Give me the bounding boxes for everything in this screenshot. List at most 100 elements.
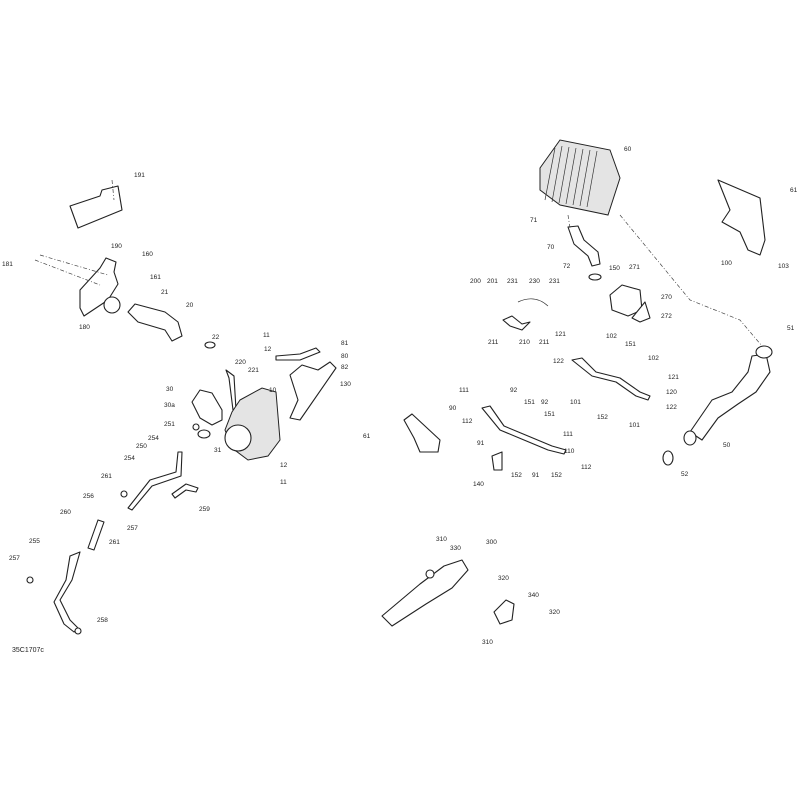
ring-30a	[192, 423, 200, 431]
callout-label: 231	[507, 278, 518, 285]
hose-50-end	[683, 430, 697, 446]
callout-label: 101	[629, 422, 640, 429]
intercooler-60	[539, 139, 621, 216]
hose-70	[567, 225, 601, 267]
callout-label: 112	[462, 418, 473, 425]
callout-label: 220	[235, 359, 246, 366]
callout-label: 102	[606, 333, 617, 340]
hose-20	[127, 303, 183, 342]
callout-label: 31	[214, 447, 222, 454]
support-bracket-160	[79, 257, 119, 317]
rod-220	[225, 369, 237, 411]
callout-label: 211	[539, 339, 550, 346]
callout-label: 300	[486, 539, 497, 546]
callout-label: 121	[668, 374, 679, 381]
tube-300	[381, 559, 469, 627]
callout-label: 210	[519, 339, 530, 346]
crossbar-110	[481, 405, 567, 455]
callout-label: 130	[340, 381, 351, 388]
turbo-inlet	[224, 424, 252, 452]
tube-260	[87, 519, 105, 551]
callout-label: 257	[9, 555, 20, 562]
callout-label: 12	[280, 462, 288, 469]
assembly-line	[567, 214, 763, 347]
hose-50	[689, 353, 771, 441]
callout-label: 190	[111, 243, 122, 250]
bracket-140	[491, 451, 503, 471]
line-255	[53, 551, 81, 633]
callout-label: 272	[661, 313, 672, 320]
callout-label: 10	[269, 387, 277, 394]
callout-label: 221	[248, 367, 259, 374]
callout-label: 259	[199, 506, 210, 513]
bracket-100	[717, 179, 766, 256]
callout-label: 270	[661, 294, 672, 301]
ring-330	[425, 569, 435, 579]
callout-label: 261	[109, 539, 120, 546]
callout-label: 181	[2, 261, 13, 268]
callout-label: 261	[101, 473, 112, 480]
callout-label: 20	[186, 302, 194, 309]
callout-label: 82	[341, 364, 349, 371]
callout-label: 151	[625, 341, 636, 348]
callout-label: 12	[264, 346, 272, 353]
callout-label: 92	[510, 387, 518, 394]
elbow-30	[191, 389, 223, 426]
crossbar-120	[571, 357, 651, 401]
callout-label: 152	[551, 472, 562, 479]
ring-261	[120, 490, 128, 498]
clamp-52	[662, 450, 674, 466]
clamp-180	[103, 296, 121, 314]
callout-label: 255	[29, 538, 40, 545]
bracket-plate-190	[69, 185, 123, 229]
callout-label: 103	[778, 263, 789, 270]
callout-label: 121	[555, 331, 566, 338]
callout-label: 120	[666, 389, 677, 396]
callout-label: 22	[212, 334, 220, 341]
clamp-31	[197, 429, 211, 439]
callout-label: 161	[150, 274, 161, 281]
callout-label: 310	[482, 639, 493, 646]
callout-label: 90	[449, 405, 457, 412]
callout-label: 92	[541, 399, 549, 406]
callout-label: 112	[581, 464, 592, 471]
callout-label: 340	[528, 592, 539, 599]
callout-label: 70	[547, 244, 555, 251]
callout-label: 256	[83, 493, 94, 500]
nut-257	[26, 576, 34, 584]
seal-22	[204, 341, 216, 349]
callout-label: 51	[787, 325, 795, 332]
callout-label: 30	[166, 386, 174, 393]
callout-label: 260	[60, 509, 71, 516]
callout-label: 110	[564, 448, 575, 455]
plate-90	[403, 413, 441, 453]
callout-label: 100	[721, 260, 732, 267]
callout-label: 61	[790, 187, 798, 194]
callout-label: 91	[532, 472, 540, 479]
callout-label: 50	[723, 442, 731, 449]
nut-258	[74, 627, 82, 635]
heat-shield-130	[289, 361, 337, 421]
diagram-code: 35C1707c	[12, 647, 44, 654]
callout-label: 160	[142, 251, 153, 258]
assembly-line	[34, 179, 115, 286]
callout-label: 258	[97, 617, 108, 624]
callout-label: 250	[136, 443, 147, 450]
callout-label: 150	[609, 265, 620, 272]
callout-label: 257	[127, 525, 138, 532]
callout-label: 11	[263, 332, 270, 339]
callout-label: 30a	[164, 402, 175, 409]
callout-label: 180	[79, 324, 90, 331]
callout-label: 61	[363, 433, 371, 440]
callout-label: 72	[563, 263, 571, 270]
callout-label: 52	[681, 471, 689, 478]
strap-230	[517, 298, 549, 307]
bracket-270	[631, 301, 651, 323]
pipe-250	[127, 451, 183, 511]
callout-label: 201	[487, 278, 498, 285]
callout-label: 271	[629, 264, 640, 271]
callout-label: 91	[477, 440, 485, 447]
